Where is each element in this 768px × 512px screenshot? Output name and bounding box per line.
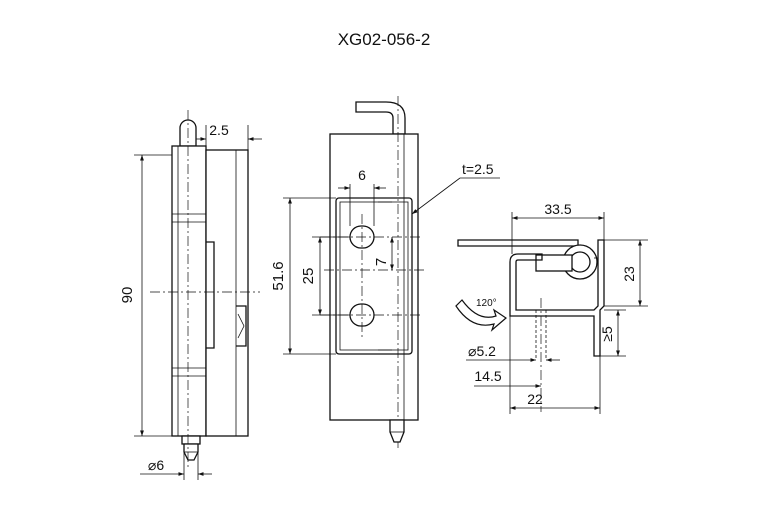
top-leaf [457, 239, 579, 247]
dim-offset-label: 2.5 [209, 122, 229, 138]
dim-width-label: 33.5 [544, 201, 571, 217]
side-view: 90 2.5 ⌀6 [119, 110, 262, 480]
top-view: 120° 33.5 23 ≥5 ⌀5.2 14.5 22 [455, 201, 648, 414]
hinge-barrel [171, 145, 207, 437]
drawing-title: XG02-056-2 [337, 30, 431, 49]
front-view: 6 t=2.5 51.6 25 7 [270, 96, 500, 448]
rotation-arrow [455, 299, 507, 332]
dim-hole-diameter-label: ⌀5.2 [468, 343, 496, 359]
dim-base-label: 22 [527, 391, 543, 407]
dim-pin-diameter-label: ⌀6 [148, 457, 164, 473]
hinge-leaf [205, 149, 249, 437]
dim-hole-pitch-label: 25 [300, 268, 317, 285]
dim-hole-offset-label: 7 [373, 258, 390, 266]
hook-pin [355, 101, 406, 135]
front-bottom-pin [389, 419, 405, 443]
dim-height-label-top: 23 [621, 266, 637, 282]
dim-height-label: 51.6 [270, 261, 287, 290]
dim-min-depth-label: ≥5 [599, 326, 615, 342]
knuckle-pin [569, 251, 591, 273]
dim-hole-width-label: 6 [358, 167, 366, 183]
dim-hole-position-label: 14.5 [474, 368, 501, 384]
hinge-plate [329, 133, 419, 421]
dim-thickness-label: t=2.5 [462, 161, 494, 177]
mounting-bracket [509, 239, 605, 357]
rotation-angle-label: 120° [476, 298, 497, 309]
dim-length-label: 90 [119, 287, 136, 304]
